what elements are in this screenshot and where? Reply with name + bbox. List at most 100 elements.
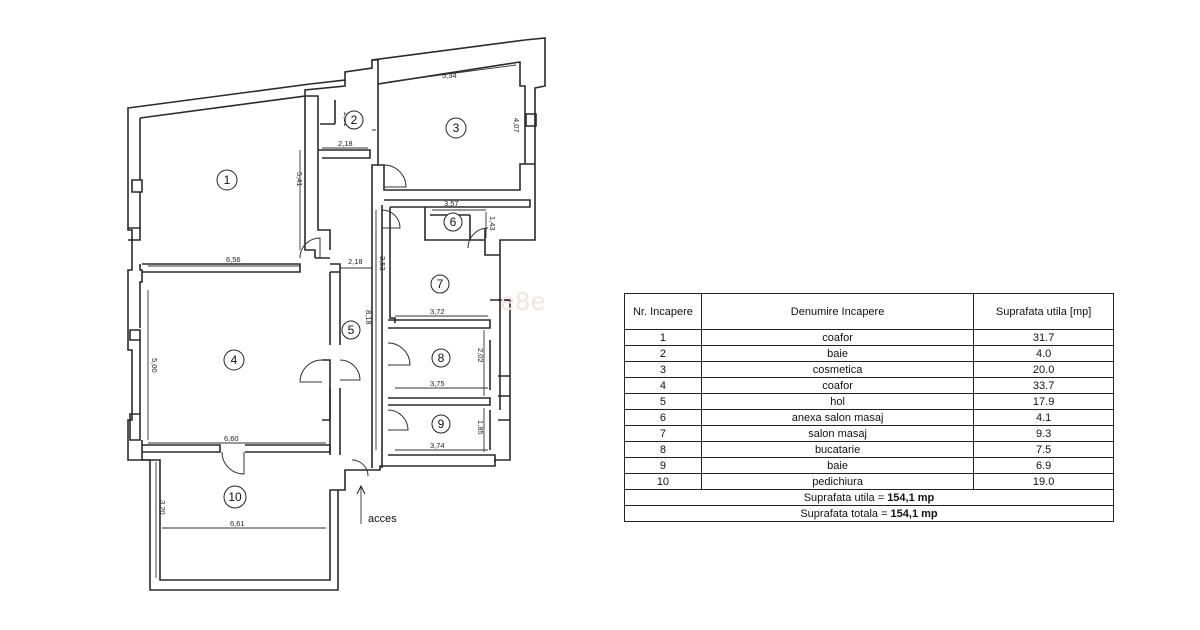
- interior-walls: [128, 59, 535, 468]
- room-label-7: 7: [430, 274, 450, 294]
- svg-text:5: 5: [348, 323, 355, 337]
- room-name-cell: coafor: [700, 329, 975, 346]
- room-number-cell: 3: [624, 361, 702, 378]
- room-number-cell: 5: [624, 393, 702, 410]
- svg-text:4: 4: [231, 353, 238, 367]
- svg-text:9: 9: [438, 417, 445, 431]
- access-label: acces: [368, 513, 397, 525]
- room-label-8: 8: [431, 348, 451, 368]
- room-area-cell: 6.9: [973, 457, 1114, 474]
- room-area-cell: 9.3: [973, 425, 1114, 442]
- dim-label: 3,57: [444, 199, 459, 208]
- svg-text:8: 8: [438, 351, 445, 365]
- svg-text:1: 1: [224, 173, 231, 187]
- dim-label: 5,34: [442, 71, 457, 80]
- column-header-useful-area: Suprafata utila [mp]: [973, 293, 1114, 330]
- room-name-cell: anexa salon masaj: [700, 409, 975, 426]
- room-number-cell: 4: [624, 377, 702, 394]
- column-header-room-number: Nr. Incapere: [624, 293, 702, 330]
- room-name-cell: baie: [700, 345, 975, 362]
- total-area: Suprafata totala = 154,1 mp: [624, 505, 1114, 522]
- table-header-row: Nr. Incapere Denumire Incapere Suprafata…: [624, 293, 1114, 330]
- room-number-cell: 2: [624, 345, 702, 362]
- dim-label: 4,07: [512, 118, 521, 133]
- room-number-cell: 7: [624, 425, 702, 442]
- room-label-1: 1: [216, 169, 238, 191]
- dimension-labels: 5,34 2,21 2,18 4,07 5,41 3,57 1,43 6,56 …: [150, 71, 521, 528]
- dim-label: 2,18: [338, 139, 353, 148]
- dim-label: 6,56: [226, 255, 241, 264]
- room-area-cell: 33.7: [973, 377, 1114, 394]
- total-area-row: Suprafata totala = 154,1 mp: [624, 505, 1114, 522]
- room-number-cell: 10: [624, 473, 702, 490]
- svg-text:10: 10: [228, 490, 242, 504]
- floor-plan: 5,34 2,21 2,18 4,07 5,41 3,57 1,43 6,56 …: [127, 37, 546, 591]
- room-number-cell: 8: [624, 441, 702, 458]
- room-area-cell: 19.0: [973, 473, 1114, 490]
- room-label-4: 4: [223, 349, 245, 371]
- room-area-cell: 20.0: [973, 361, 1114, 378]
- room-label-3: 3: [445, 117, 467, 139]
- room-area-cell: 4.1: [973, 409, 1114, 426]
- room-area-cell: 31.7: [973, 329, 1114, 346]
- dim-label: 3,75: [430, 379, 445, 388]
- useful-area-total: Suprafata utila = 154,1 mp: [624, 489, 1114, 506]
- room-name-cell: coafor: [700, 377, 975, 394]
- dim-label: 8,18: [364, 310, 373, 325]
- access-arrow: acces: [356, 484, 397, 525]
- room-area-cell: 17.9: [973, 393, 1114, 410]
- svg-text:6: 6: [450, 215, 457, 229]
- room-name-cell: bucatarie: [700, 441, 975, 458]
- svg-text:3: 3: [453, 121, 460, 135]
- dimension-lines: [147, 64, 517, 578]
- room-name-cell: pedichiura: [700, 473, 975, 490]
- dim-label: 1,43: [488, 216, 497, 231]
- doors: [221, 129, 489, 477]
- total-area-value: 154,1 mp: [890, 507, 938, 520]
- dim-label: 3,20: [158, 500, 167, 515]
- room-name-cell: baie: [700, 457, 975, 474]
- dim-label: 2,02: [476, 348, 485, 363]
- room-number-cell: 9: [624, 457, 702, 474]
- room-number-cell: 6: [624, 409, 702, 426]
- dim-label: 6,61: [230, 519, 245, 528]
- dim-label: 3,72: [430, 307, 445, 316]
- room-label-10: 10: [223, 485, 247, 509]
- room-labels: 1 2 3 4 5 6 7 8: [216, 110, 467, 509]
- dim-label: 1,85: [476, 420, 485, 435]
- dim-label: 5,00: [150, 358, 159, 373]
- dim-label: 6,60: [224, 434, 239, 443]
- svg-text:7: 7: [437, 277, 444, 291]
- dim-label: 2,18: [348, 257, 363, 266]
- svg-text:2: 2: [351, 113, 358, 127]
- room-label-5: 5: [341, 320, 361, 340]
- room-area-table: Nr. Incapere Denumire Incapere Suprafata…: [624, 293, 1114, 522]
- room-area-cell: 7.5: [973, 441, 1114, 458]
- dim-label: 3,74: [430, 441, 445, 450]
- room-label-2: 2: [344, 110, 364, 130]
- total-area-label: Suprafata totala =: [800, 507, 891, 520]
- room-label-6: 6: [443, 212, 463, 232]
- room-number-cell: 1: [624, 329, 702, 346]
- dim-label: 5,41: [295, 172, 304, 187]
- room-name-cell: hol: [700, 393, 975, 410]
- room-area-cell: 4.0: [973, 345, 1114, 362]
- useful-area-value: 154,1 mp: [887, 491, 935, 504]
- useful-area-total-row: Suprafata utila = 154,1 mp: [624, 489, 1114, 506]
- useful-area-label: Suprafata utila =: [803, 491, 888, 504]
- room-name-cell: salon masaj: [700, 425, 975, 442]
- room-name-cell: cosmetica: [700, 361, 975, 378]
- watermark: e8e: [500, 286, 547, 316]
- exterior-walls: [127, 37, 546, 591]
- column-header-room-name: Denumire Incapere: [700, 293, 975, 330]
- room-label-9: 9: [431, 414, 451, 434]
